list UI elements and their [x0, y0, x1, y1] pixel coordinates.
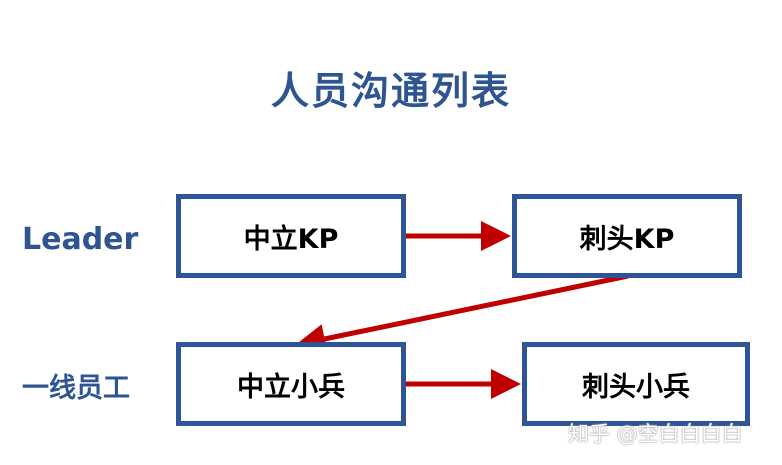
arrow-thorn-kp-to-neutral-staff	[295, 273, 629, 354]
row-label-leader: Leader	[22, 222, 139, 257]
box-leader-thorn: 刺头KP	[512, 194, 742, 278]
row-label-staff: 一线员工	[22, 373, 130, 404]
box-leader-neutral: 中立KP	[176, 194, 406, 278]
box-leader-thorn-label: 刺头KP	[579, 223, 675, 255]
diagram-title: 人员沟通列表	[270, 69, 511, 113]
watermark: 知乎 @空白白白白	[568, 422, 743, 446]
box-staff-neutral: 中立小兵	[176, 342, 406, 426]
box-leader-neutral-label: 中立KP	[243, 223, 339, 255]
box-staff-thorn-label: 刺头小兵	[582, 371, 690, 403]
box-staff-neutral-label: 中立小兵	[237, 371, 345, 403]
box-staff-thorn: 刺头小兵	[522, 342, 750, 426]
